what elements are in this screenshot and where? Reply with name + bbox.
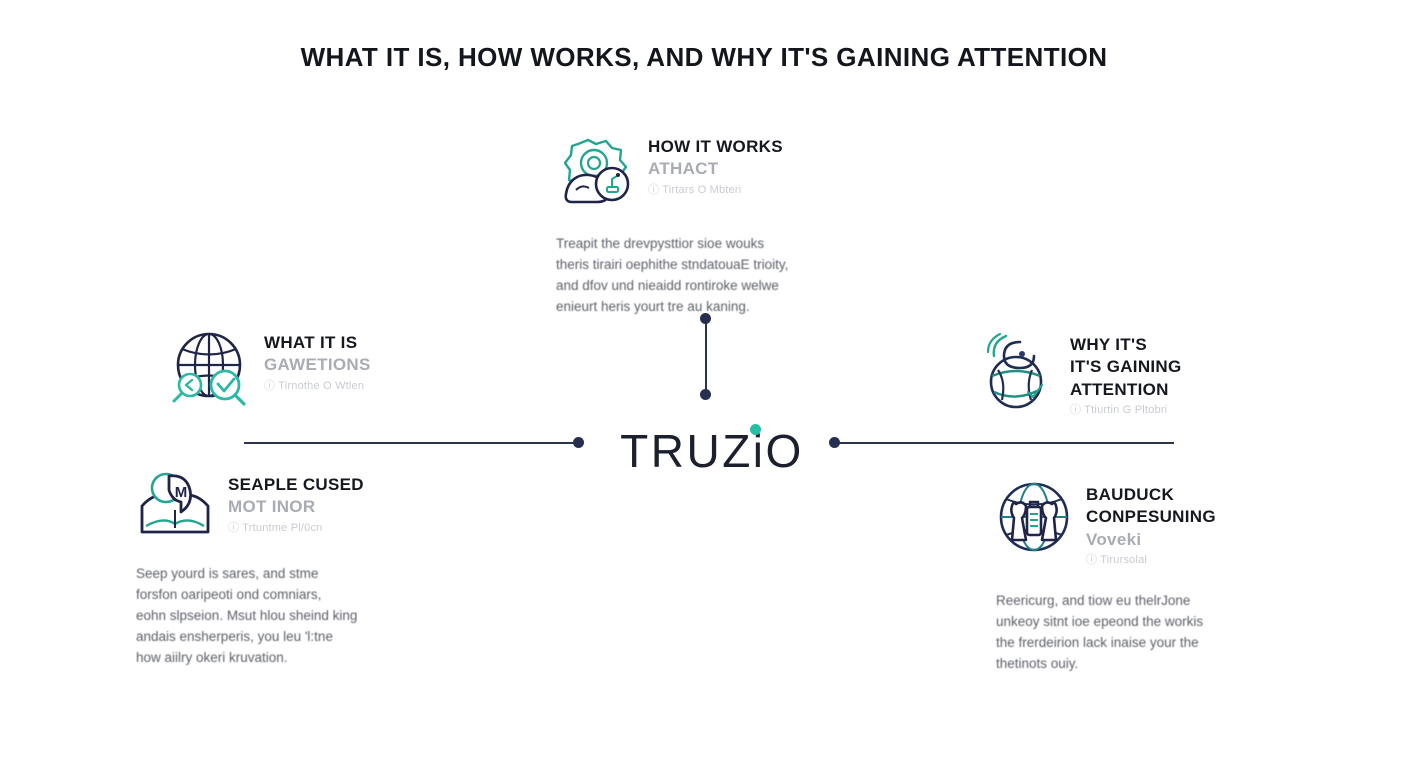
globe-people-icon — [996, 480, 1072, 554]
subheading-people-used: MOT INOR — [228, 497, 316, 517]
block-what-it-is-text: WHAT IT IS GAWETIONS ⓘ Tirnothe O Wtlen — [264, 328, 371, 394]
block-what-it-is-header: WHAT IT IS GAWETIONS ⓘ Tirnothe O Wtlen — [168, 328, 468, 408]
connector-line-right — [834, 442, 1174, 444]
meta-how-it-works: ⓘ Tirtars O Mbteri — [648, 183, 742, 196]
meta-people-used: ⓘ Trtuntme Pl/0cn — [228, 521, 323, 534]
brand-logo: TRUZiO — [592, 424, 832, 477]
block-backed-by-header: BAUDUCK CONPESUNING Voveki ⓘ Tirursolal — [996, 480, 1306, 569]
brand-name: TRUZiO — [620, 425, 804, 477]
connector-node-top — [700, 313, 711, 324]
heading-how-it-works: HOW IT WORKS — [648, 137, 783, 156]
body-people-used: Seep yourd is sares, and stme forsfon oa… — [136, 566, 358, 665]
heading-what-it-is: WHAT IT IS — [264, 333, 358, 352]
connector-line-left — [244, 442, 578, 444]
block-how-it-works-header: HOW IT WORKS ATHACT ⓘ Tirtars O Mbteri — [556, 132, 876, 208]
subheading-what-it-is: GAWETIONS — [264, 355, 371, 375]
svg-text:M: M — [175, 484, 188, 501]
connector-node-bottom — [700, 389, 711, 400]
globe-search-icon — [168, 328, 250, 408]
block-people-used: M SEAPLE CUSED MOT INOR ⓘ Trtuntme Pl/0c… — [136, 470, 446, 669]
block-backed-by: BAUDUCK CONPESUNING Voveki ⓘ Tirursolal … — [996, 480, 1306, 675]
connector-node-right — [829, 437, 840, 448]
block-backed-by-text: BAUDUCK CONPESUNING Voveki ⓘ Tirursolal — [1086, 480, 1216, 569]
meta-why-gaining-attention: ⓘ Ttiurtin G Pltobri — [1070, 404, 1168, 417]
block-how-it-works-text: HOW IT WORKS ATHACT ⓘ Tirtars O Mbteri — [648, 132, 783, 198]
block-people-used-header: M SEAPLE CUSED MOT INOR ⓘ Trtuntme Pl/0c… — [136, 470, 446, 540]
block-why-gaining-attention: WHY IT'S IT'S GAINING ATTENTION ⓘ Ttiurt… — [976, 330, 1276, 419]
gear-document-icon — [556, 132, 634, 208]
subheading-backed-by: Voveki — [1086, 529, 1142, 549]
body-backed-by: Reericurg, and tiow eu thelrJone unkeoy … — [996, 592, 1204, 671]
meta-what-it-is: ⓘ Tirnothe O Wtlen — [264, 379, 365, 392]
swirl-globe-icon — [976, 330, 1056, 410]
subheading-how-it-works: ATHACT — [648, 159, 719, 179]
block-why-gaining-attention-text: WHY IT'S IT'S GAINING ATTENTION ⓘ Ttiurt… — [1070, 330, 1182, 419]
heading-why-gaining-attention: WHY IT'S IT'S GAINING ATTENTION — [1070, 335, 1182, 399]
block-what-it-is: WHAT IT IS GAWETIONS ⓘ Tirnothe O Wtlen — [168, 328, 468, 408]
heading-backed-by: BAUDUCK CONPESUNING — [1086, 485, 1216, 527]
heading-people-used: SEAPLE CUSED — [228, 475, 364, 494]
person-book-icon: M — [136, 470, 214, 540]
block-people-used-text: SEAPLE CUSED MOT INOR ⓘ Trtuntme Pl/0cn — [228, 470, 364, 536]
meta-backed-by: ⓘ Tirursolal — [1086, 554, 1148, 567]
block-how-it-works: HOW IT WORKS ATHACT ⓘ Tirtars O Mbteri T… — [556, 132, 876, 318]
brand-accent-dot-icon — [750, 424, 761, 435]
page-title: WHAT IT IS, HOW WORKS, AND WHY IT'S GAIN… — [300, 42, 1108, 72]
connector-line-top — [705, 318, 707, 396]
connector-node-left — [573, 437, 584, 448]
block-why-gaining-attention-header: WHY IT'S IT'S GAINING ATTENTION ⓘ Ttiurt… — [976, 330, 1276, 419]
body-how-it-works: Treapit the drevpysttior sioe wouks ther… — [556, 236, 789, 314]
